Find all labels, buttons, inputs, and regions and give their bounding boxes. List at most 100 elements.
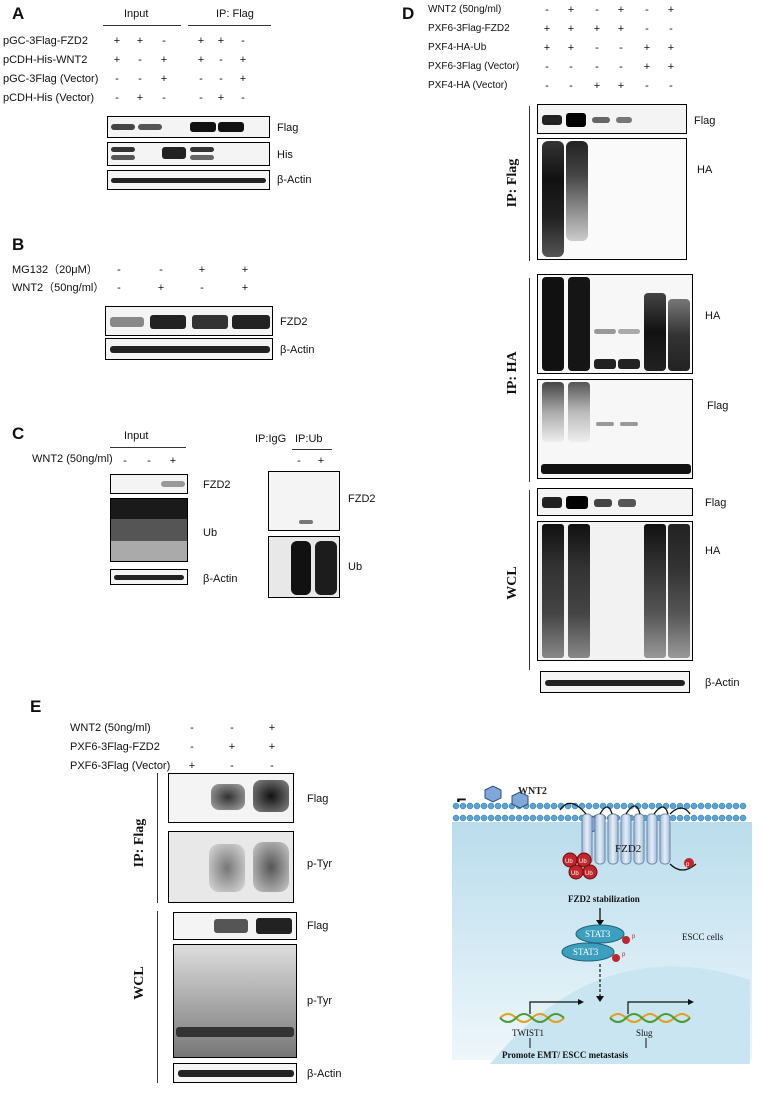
- panel-a-label-actin: β-Actin: [277, 174, 312, 186]
- panel-d-label-ipha-ha: HA: [705, 310, 721, 322]
- condition-mark: +: [113, 54, 121, 66]
- fzd2-receptor: [559, 802, 697, 871]
- condition-mark: +: [667, 61, 675, 73]
- condition-mark: +: [188, 760, 196, 772]
- lipid-head: [459, 802, 467, 810]
- condition-mark: +: [268, 741, 276, 753]
- panel-a-label-flag: Flag: [277, 122, 299, 134]
- condition-mark: -: [199, 92, 203, 104]
- condition-label: PXF6-3Flag-FZD2: [70, 741, 160, 753]
- condition-mark: +: [160, 54, 168, 66]
- condition-label: PXF6-3Flag (Vector): [428, 61, 520, 72]
- lipid-head: [557, 814, 565, 822]
- condition-mark: -: [199, 73, 203, 85]
- condition-mark: +: [157, 282, 165, 294]
- panel-a-label-his: His: [277, 149, 293, 161]
- panel-e-label-wcl-flag: Flag: [307, 920, 329, 932]
- condition-mark: -: [569, 61, 573, 73]
- panel-d-label-wcl-ha: HA: [705, 545, 721, 557]
- condition-mark: -: [595, 61, 599, 73]
- condition-mark: -: [270, 760, 274, 772]
- condition-mark: -: [230, 722, 234, 734]
- condition-mark: +: [241, 264, 249, 276]
- condition-mark: +: [543, 23, 551, 35]
- panel-a-ip-rule: [188, 25, 271, 26]
- lipid-head: [508, 814, 516, 822]
- condition-mark: +: [567, 23, 575, 35]
- slug-arrow-head: [688, 999, 694, 1005]
- lipid-head: [550, 802, 558, 810]
- condition-mark: +: [217, 92, 225, 104]
- condition-label: PXF6-3Flag (Vector): [70, 760, 171, 772]
- panel-c-letter: C: [12, 424, 25, 443]
- condition-mark: -: [115, 73, 119, 85]
- phospho-receptor-dot: [684, 858, 694, 868]
- panel-e-wcl-section-label: WCL: [132, 966, 147, 1000]
- panel-c-label-fzd2: FZD2: [203, 479, 231, 491]
- lipid-head: [487, 814, 495, 822]
- condition-mark: +: [228, 741, 236, 753]
- panel-e-letter: E: [30, 697, 42, 716]
- panel-c-blot-actin: [110, 569, 188, 585]
- ub-label-3: Ub: [571, 871, 579, 877]
- arrow-down-1-head: [596, 920, 604, 926]
- condition-mark: +: [198, 264, 206, 276]
- lipid-head: [739, 814, 747, 822]
- lipid-head: [501, 814, 509, 822]
- condition-mark: -: [115, 92, 119, 104]
- condition-mark: -: [545, 4, 549, 16]
- condition-mark: -: [162, 35, 166, 47]
- condition-label: pGC-3Flag (Vector): [3, 73, 99, 85]
- lipid-head: [487, 802, 495, 810]
- panel-d-blot-ipha-ha: [537, 274, 693, 374]
- lipid-head: [669, 802, 677, 810]
- condition-mark: -: [241, 92, 245, 104]
- twist1-transcription-arrow: [529, 1001, 580, 1014]
- lipid-head: [697, 802, 705, 810]
- panel-d-wcl-bracket: [529, 490, 530, 670]
- panel-d-label-ipflag-flag: Flag: [694, 115, 716, 127]
- lipid-head: [683, 802, 691, 810]
- panel-c-blot-ub: [110, 498, 188, 562]
- condition-mark: +: [593, 80, 601, 92]
- lipid-head: [690, 802, 698, 810]
- lipid-head: [718, 814, 726, 822]
- lipid-head: [466, 814, 474, 822]
- lipid-head: [620, 802, 628, 810]
- condition-label: MG132（20μM）: [12, 264, 98, 276]
- panel-a-ip-header: IP: Flag: [216, 8, 254, 20]
- condition-mark: +: [617, 23, 625, 35]
- panel-d-ipflag-bracket: [529, 106, 530, 261]
- condition-mark: -: [645, 80, 649, 92]
- panel-c-ip-label-ub: Ub: [348, 561, 363, 573]
- condition-mark: +: [593, 23, 601, 35]
- lipid-head: [452, 814, 460, 822]
- lipid-head: [592, 802, 600, 810]
- lipid-head: [662, 802, 670, 810]
- condition-mark: -: [595, 42, 599, 54]
- condition-mark: +: [113, 35, 121, 47]
- panel-e-label-wcl-actin: β-Actin: [307, 1068, 342, 1080]
- condition-mark: -: [219, 73, 223, 85]
- panel-d-blot-wcl-flag: [537, 488, 693, 516]
- panel-a-letter: A: [12, 4, 25, 23]
- panel-e-blot-wcl-actin: [173, 1063, 297, 1083]
- condition-mark: +: [239, 73, 247, 85]
- panel-d-label-wcl-flag: Flag: [705, 497, 727, 509]
- panel-a-blot-actin: [107, 170, 270, 190]
- condition-mark: +: [136, 35, 144, 47]
- condition-mark: +: [197, 54, 205, 66]
- condition-mark: -: [190, 741, 194, 753]
- lipid-head: [725, 814, 733, 822]
- panel-d-blot-ipha-flag: [537, 379, 693, 479]
- lipid-head: [536, 802, 544, 810]
- condition-mark: +: [160, 73, 168, 85]
- lipid-head: [564, 814, 572, 822]
- panel-c-label-actin: β-Actin: [203, 573, 238, 585]
- condition-mark: -: [241, 35, 245, 47]
- condition-mark: -: [147, 455, 151, 467]
- panel-c-label-ub: Ub: [203, 527, 218, 539]
- lipid-head: [676, 814, 684, 822]
- condition-label: WNT2 (50ng/ml): [70, 722, 151, 734]
- stat3-label-1: STAT3: [585, 929, 611, 939]
